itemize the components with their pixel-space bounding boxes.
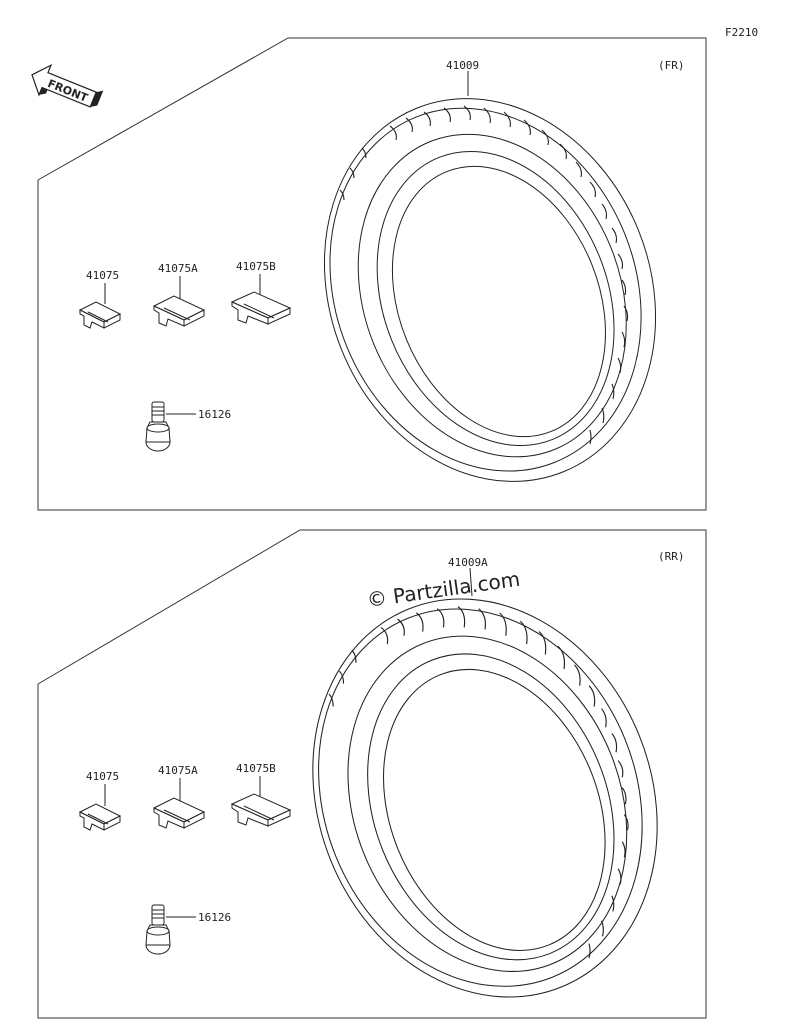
weight-41075a-rear	[153, 797, 205, 829]
rear-tire	[253, 546, 717, 1033]
label-tire-rear: 41009A	[448, 556, 488, 569]
panel-front-position-tag: (FR)	[658, 59, 685, 72]
front-tire-tread	[339, 105, 629, 445]
label-weight-3-rear: 41075B	[236, 762, 276, 775]
label-tire-front: 41009	[446, 59, 479, 72]
panel-front: (FR) 41009 41075 41075A 41075B 16126	[37, 37, 713, 533]
weight-41075b-rear	[231, 793, 291, 827]
front-arrow-icon: FRONT	[31, 63, 104, 108]
valve-stem-rear	[145, 904, 171, 955]
figure-code: F2210	[725, 26, 758, 39]
weight-41075b-front	[231, 291, 291, 325]
panel-rear: (RR) 41075 41075A 41075B 16126	[37, 529, 717, 1033]
label-weight-1-rear: 41075	[86, 770, 119, 783]
valve-stem-front	[145, 401, 171, 452]
panel-rear-position-tag: (RR)	[658, 550, 685, 563]
panel-rear-frame	[37, 529, 707, 1019]
weight-41075a-front	[153, 295, 205, 327]
label-weight-3-front: 41075B	[236, 260, 276, 273]
label-weight-2-front: 41075A	[158, 262, 198, 275]
leader-tire-rear	[469, 567, 473, 597]
weight-41075-rear	[79, 803, 121, 831]
weight-41075-front	[79, 301, 121, 329]
label-weight-1-front: 41075	[86, 269, 119, 282]
rear-tire-tread	[328, 606, 629, 959]
panel-front-frame	[37, 37, 707, 511]
label-valve-front: 16126	[198, 408, 231, 421]
label-weight-2-rear: 41075A	[158, 764, 198, 777]
label-valve-rear: 16126	[198, 911, 231, 924]
front-tire	[267, 47, 713, 533]
